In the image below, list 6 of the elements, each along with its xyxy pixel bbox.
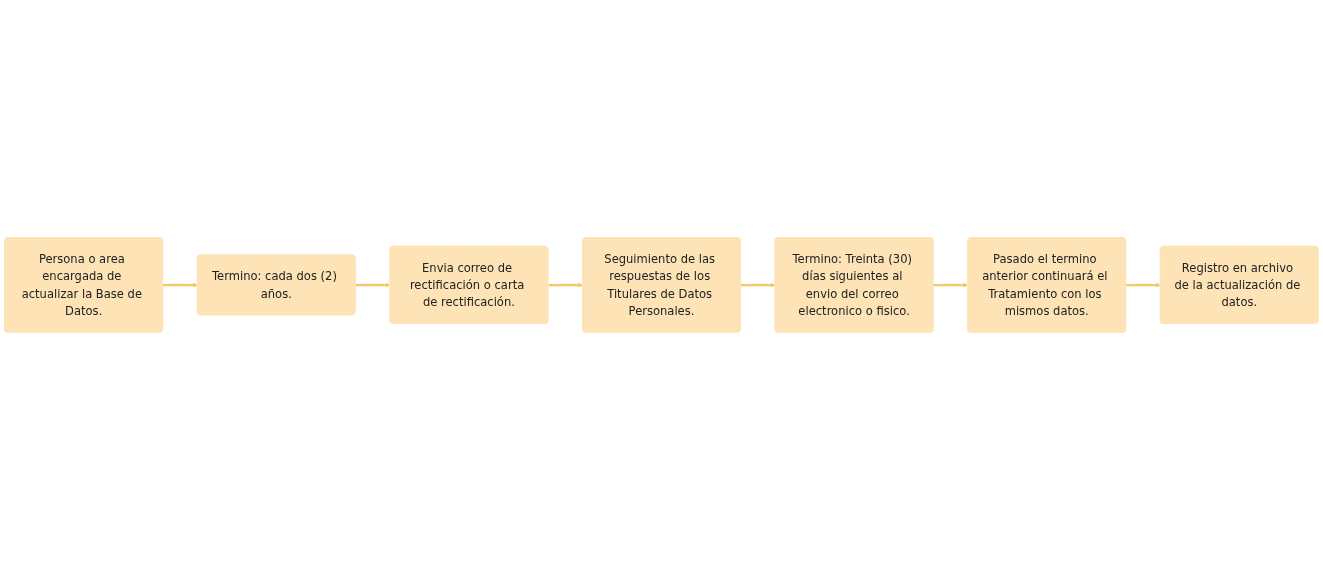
arrow	[162, 282, 198, 288]
arrow	[1125, 282, 1161, 288]
arrow	[740, 282, 776, 288]
arrow	[548, 282, 583, 288]
arrow	[933, 282, 969, 288]
arrow	[355, 282, 391, 288]
